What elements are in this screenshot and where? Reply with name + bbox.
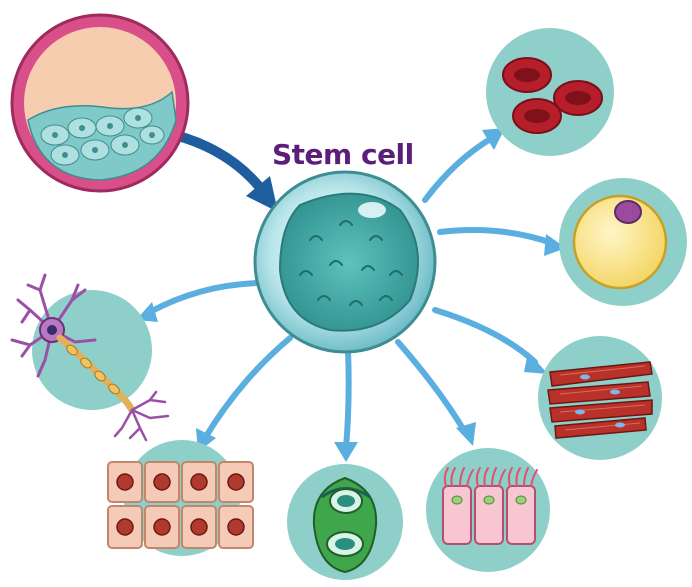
fat-cell-icon: [559, 178, 687, 306]
arrow-to-cell-division: [343, 347, 352, 451]
muscle-cell-icon: [538, 336, 662, 460]
arrow-head-epithelial-cells: [456, 422, 476, 446]
arrow-head-muscle-cells: [524, 352, 548, 374]
arrow-to-muscle-cells: [432, 307, 538, 365]
neuron-icon: [10, 273, 170, 442]
diagram-title: Stem cell: [272, 138, 414, 171]
dividing-cell-icon: [287, 464, 403, 580]
arrow-to-skin-cells: [202, 335, 293, 441]
arrow-to-nerve-cell: [147, 280, 261, 315]
arrow-to-epithelial-cells: [395, 339, 468, 435]
arrow-from-blastocyst: [170, 130, 267, 195]
stem-cell-icon: [253, 170, 437, 354]
blastocyst-icon: [10, 13, 190, 193]
arrow-to-red-blood-cells: [422, 135, 495, 203]
red-blood-cell-icon: [486, 28, 614, 156]
arrow-head-cell-division: [334, 442, 358, 462]
arrow-head-fat-cell: [544, 234, 566, 256]
arrow-head-from-blastocyst: [246, 176, 278, 212]
arrow-head-red-blood-cells: [482, 128, 505, 150]
arrows: [147, 135, 555, 451]
skin-cell-grid-icon: [107, 440, 254, 556]
ciliated-epithelial-icon: [426, 448, 550, 572]
arrow-to-fat-cell: [437, 227, 555, 246]
